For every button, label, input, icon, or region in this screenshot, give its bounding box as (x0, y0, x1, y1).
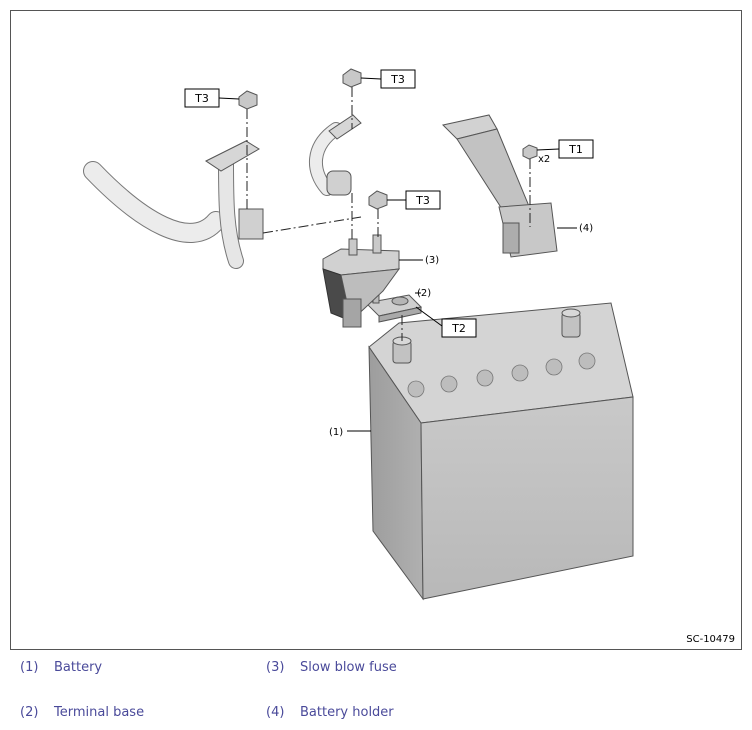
torque-tag-t3-mid: T3 (387, 190, 441, 210)
torque-label-t3-left: T3 (194, 92, 209, 105)
torque-label-t1: T1 (568, 143, 583, 156)
battery-exploded-diagram: T3 T3 T3 T1 x2 T2 (1) (2 (83, 68, 634, 601)
legend-label: Terminal base (54, 705, 145, 720)
nut-t3-left (238, 90, 258, 110)
battery-caps (407, 352, 596, 398)
callout-label-4: (4) (579, 223, 593, 234)
torque-tag-t3-left: T3 (184, 88, 240, 108)
callout-label-2: (2) (417, 288, 431, 299)
torque-label-t3-top: T3 (390, 73, 405, 86)
upper-battery-cable (308, 114, 362, 196)
legend-item-slow-blow-fuse: (3) Slow blow fuse (266, 660, 397, 675)
battery-body (368, 302, 634, 601)
torque-label-t3-mid: T3 (415, 194, 430, 207)
battery-holder (441, 114, 558, 258)
legend-number: (4) (266, 705, 285, 720)
battery-terminal-positive (561, 308, 581, 338)
torque-tag-t1: T1 (536, 139, 594, 159)
nut-t3-top (342, 68, 362, 88)
torque-label-t2: T2 (451, 322, 466, 335)
exploded-diagram-frame: T3 T3 T3 T1 x2 T2 (1) (2 (10, 10, 742, 650)
legend-number: (3) (266, 660, 285, 675)
legend-number: (1) (20, 660, 39, 675)
legend-label: Battery (54, 660, 103, 675)
callout-2: (2) (415, 288, 431, 299)
legend-item-battery: (1) Battery (20, 660, 102, 675)
alignment-lines (246, 87, 531, 341)
legend-item-terminal-base: (2) Terminal base (20, 705, 144, 720)
callout-label-3: (3) (425, 255, 439, 266)
quantity-note: x2 (538, 154, 550, 165)
figure-code: SC-10479 (686, 634, 735, 645)
callout-1: (1) (329, 427, 371, 438)
callout-4: (4) (557, 223, 593, 234)
callout-3: (3) (399, 255, 439, 266)
legend-item-battery-holder: (4) Battery holder (266, 705, 394, 720)
left-battery-cable (83, 140, 264, 269)
legend-label: Battery holder (300, 705, 394, 720)
torque-tag-t2: T2 (415, 306, 477, 338)
legend-number: (2) (20, 705, 39, 720)
nut-t1 (522, 144, 538, 160)
callout-label-1: (1) (329, 427, 343, 438)
nut-t3-mid (368, 190, 388, 210)
torque-tag-t3-top: T3 (360, 69, 416, 89)
legend-label: Slow blow fuse (300, 660, 397, 675)
slow-blow-fuse (322, 234, 401, 328)
